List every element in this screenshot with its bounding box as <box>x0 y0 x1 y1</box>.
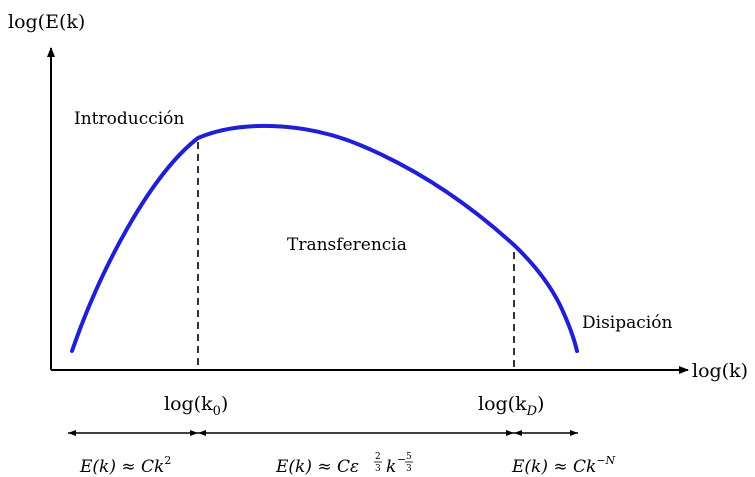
svg-text:5: 5 <box>406 452 412 462</box>
svg-text:−: − <box>397 453 406 466</box>
region-transfer-label: Transferencia <box>287 235 407 255</box>
equation-transfer: E(k) ≈ Cε 2 3 k − 5 3 <box>275 452 413 477</box>
svg-text:3: 3 <box>375 464 381 474</box>
x-axis-label: log(k) <box>692 360 748 382</box>
svg-text:3: 3 <box>406 464 412 474</box>
svg-text:E(k) ≈ Cε: E(k) ≈ Cε <box>275 457 359 477</box>
svg-text:k: k <box>386 457 396 477</box>
k0-label: log(k0) <box>164 393 228 419</box>
region-introduction-label: Introducción <box>74 109 184 129</box>
svg-text:2: 2 <box>375 452 381 462</box>
region-dissipation-label: Disipación <box>582 313 672 333</box>
equation-introduction: E(k) ≈ Ck2 <box>79 454 171 477</box>
kD-label: log(kD) <box>478 393 544 419</box>
spectrum-curve <box>70 123 579 353</box>
equation-dissipation: E(k) ≈ Ck−N <box>511 454 616 477</box>
y-axis-label: log(E(k) <box>8 11 85 33</box>
